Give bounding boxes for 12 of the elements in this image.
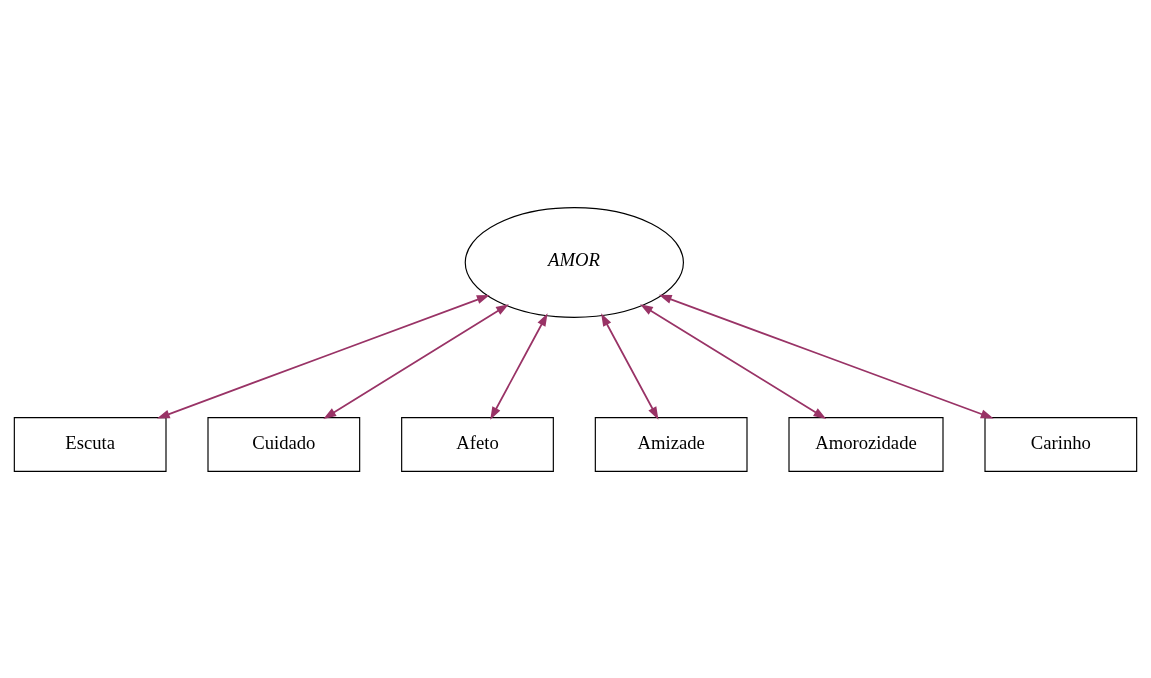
node-box: Amorozidade (788, 416, 944, 472)
node-box: Cuidado (207, 416, 361, 472)
node-box: Amizade (594, 416, 748, 472)
arrow (601, 312, 659, 420)
arrow (490, 312, 548, 420)
arrow (156, 294, 490, 419)
node-box: Escuta (13, 416, 167, 472)
arrow (323, 303, 509, 419)
node-box: Afeto (401, 416, 554, 472)
arrow (658, 294, 994, 419)
arrow (640, 303, 827, 419)
node-box: Carinho (984, 416, 1138, 472)
